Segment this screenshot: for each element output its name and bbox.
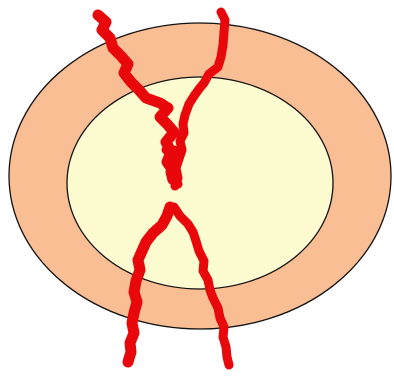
diagram-canvas: [0, 0, 394, 377]
